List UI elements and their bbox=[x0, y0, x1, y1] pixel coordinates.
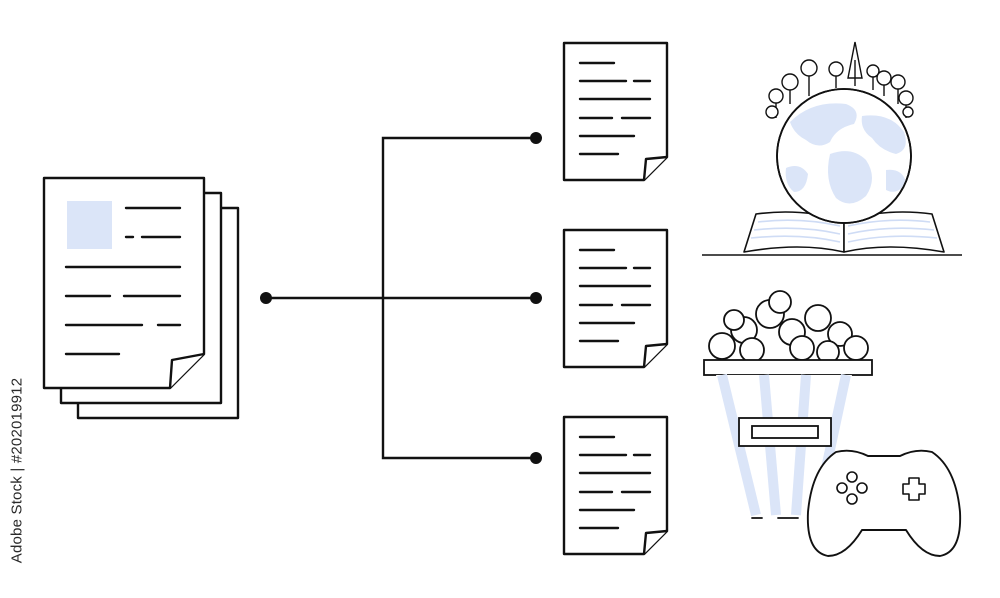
node-top bbox=[530, 132, 542, 144]
connector-top bbox=[381, 136, 536, 298]
globe-continents bbox=[785, 103, 906, 204]
document-middle bbox=[562, 228, 669, 369]
document-icon bbox=[562, 228, 669, 369]
action-buttons-icon bbox=[836, 471, 868, 505]
open-book-icon bbox=[702, 211, 962, 256]
connector-nodes bbox=[260, 132, 542, 464]
dpad-icon bbox=[902, 477, 926, 501]
tree-icons bbox=[765, 41, 914, 119]
stack-front-fold bbox=[168, 352, 205, 389]
stock-watermark: Adobe Stock | #202019912 bbox=[6, 350, 28, 590]
popcorn-icon bbox=[708, 290, 869, 364]
watermark-text: Adobe Stock | #202019912 bbox=[8, 377, 26, 563]
image-placeholder-icon bbox=[67, 201, 112, 249]
document-bottom bbox=[562, 415, 669, 556]
bucket-rim bbox=[703, 359, 873, 376]
document-stack bbox=[42, 176, 240, 420]
bucket-label-icon bbox=[738, 417, 832, 447]
connector-bottom bbox=[381, 298, 536, 460]
connector-tree bbox=[266, 136, 536, 460]
game-controller bbox=[806, 449, 962, 557]
document-icon bbox=[562, 415, 669, 556]
gamepad-icon bbox=[806, 449, 962, 557]
node-bottom bbox=[530, 452, 542, 464]
node-source bbox=[260, 292, 272, 304]
document-top bbox=[562, 41, 669, 182]
stack-text-lines bbox=[64, 206, 182, 356]
node-middle bbox=[530, 292, 542, 304]
document-icon bbox=[562, 41, 669, 182]
globe-on-book bbox=[702, 41, 962, 256]
